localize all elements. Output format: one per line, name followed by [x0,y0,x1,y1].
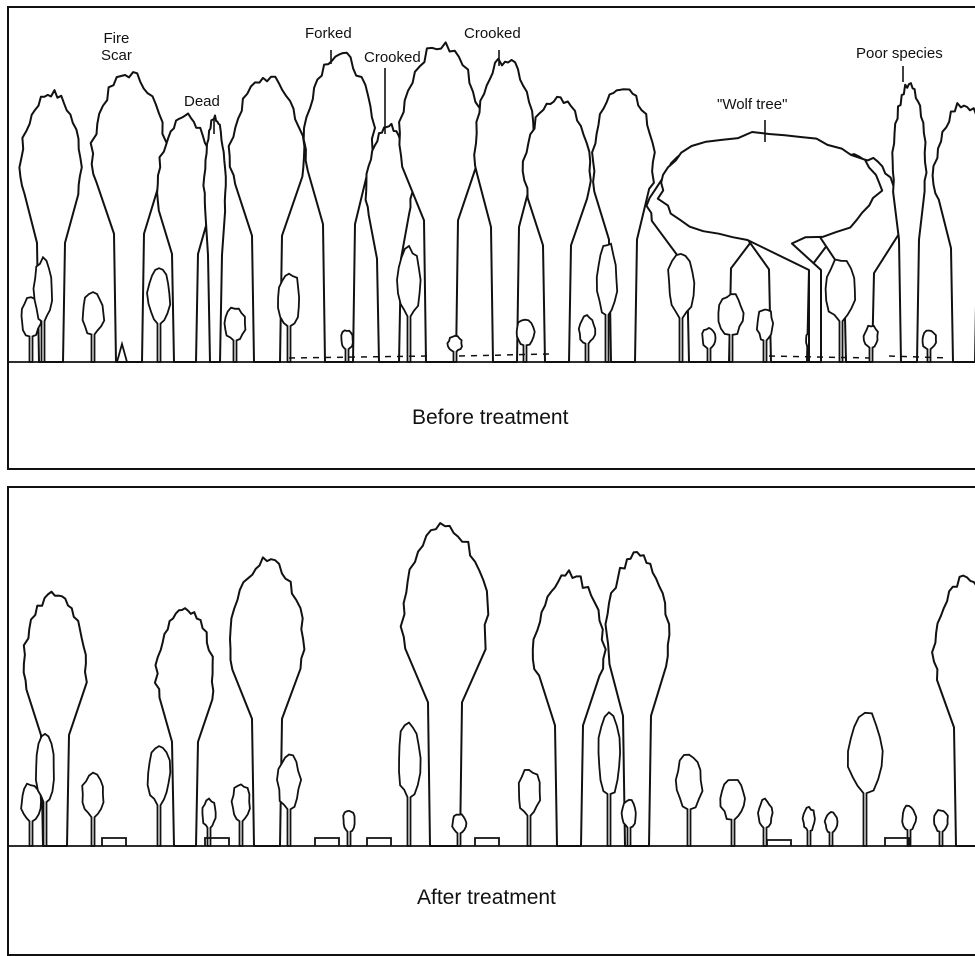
stump-outline [885,838,909,846]
canopy-tree-outline [592,89,655,362]
canopy-tree-outline [203,116,225,363]
understory-sapling-outline [676,755,703,846]
after-treatment-panel: After treatment [7,486,975,956]
stump-outline [367,838,391,846]
understory-sapling-outline [343,811,354,846]
understory-sapling-outline [399,723,421,846]
understory-sapling-outline [21,784,41,846]
fire-scar-label-line2: Scar [101,47,132,64]
dead-label: Dead [184,93,220,110]
retained-tree-outline [401,523,489,846]
canopy-tree-outline [474,59,536,362]
before-forest-illustration [9,8,975,470]
understory-sapling-outline [397,246,421,362]
understory-sapling-outline [825,812,838,846]
understory-sapling-outline [83,292,105,362]
fire-scar-label: Fire Scar [101,30,132,64]
understory-sapling-outline [225,308,246,362]
understory-sapling-outline [517,320,535,362]
understory-sapling-outline [148,746,171,846]
understory-sapling-outline [934,810,948,846]
fire-scar-label-line1: Fire [101,30,132,47]
understory-sapling-outline [848,713,883,846]
canopy-tree-outline [933,103,975,362]
understory-sapling-outline [803,807,815,846]
retained-tree-outline [533,570,606,846]
wolf-tree-label: "Wolf tree" [717,96,787,113]
understory-sapling-outline [232,784,250,846]
retained-tree-outline [932,576,975,846]
understory-sapling-outline [599,712,621,846]
stump-outline [767,840,791,846]
understory-sapling-outline [82,773,103,846]
stump-outline [102,838,126,846]
understory-sapling-outline [720,780,745,846]
canopy-tree-outline [157,114,214,363]
understory-sapling-outline [519,770,540,846]
crooked-label-right: Crooked [464,25,521,42]
poor-species-label: Poor species [856,45,943,62]
removed-tree-dashed-line [889,356,949,358]
stump-outline [315,838,339,846]
before-treatment-panel: Fire Scar Dead Forked Crooked Crooked "W… [7,6,975,470]
understory-sapling-outline [758,799,773,846]
forked-label: Forked [305,25,352,42]
understory-sapling-outline [147,268,170,362]
retained-tree-outline [606,552,670,846]
canopy-tree-outline [304,53,375,362]
canopy-tree-outline [892,83,926,362]
after-caption: After treatment [417,886,556,910]
understory-sapling-outline [579,315,595,362]
crooked-label-left: Crooked [364,49,421,66]
before-caption: Before treatment [412,406,568,430]
stump-outline [475,838,499,846]
